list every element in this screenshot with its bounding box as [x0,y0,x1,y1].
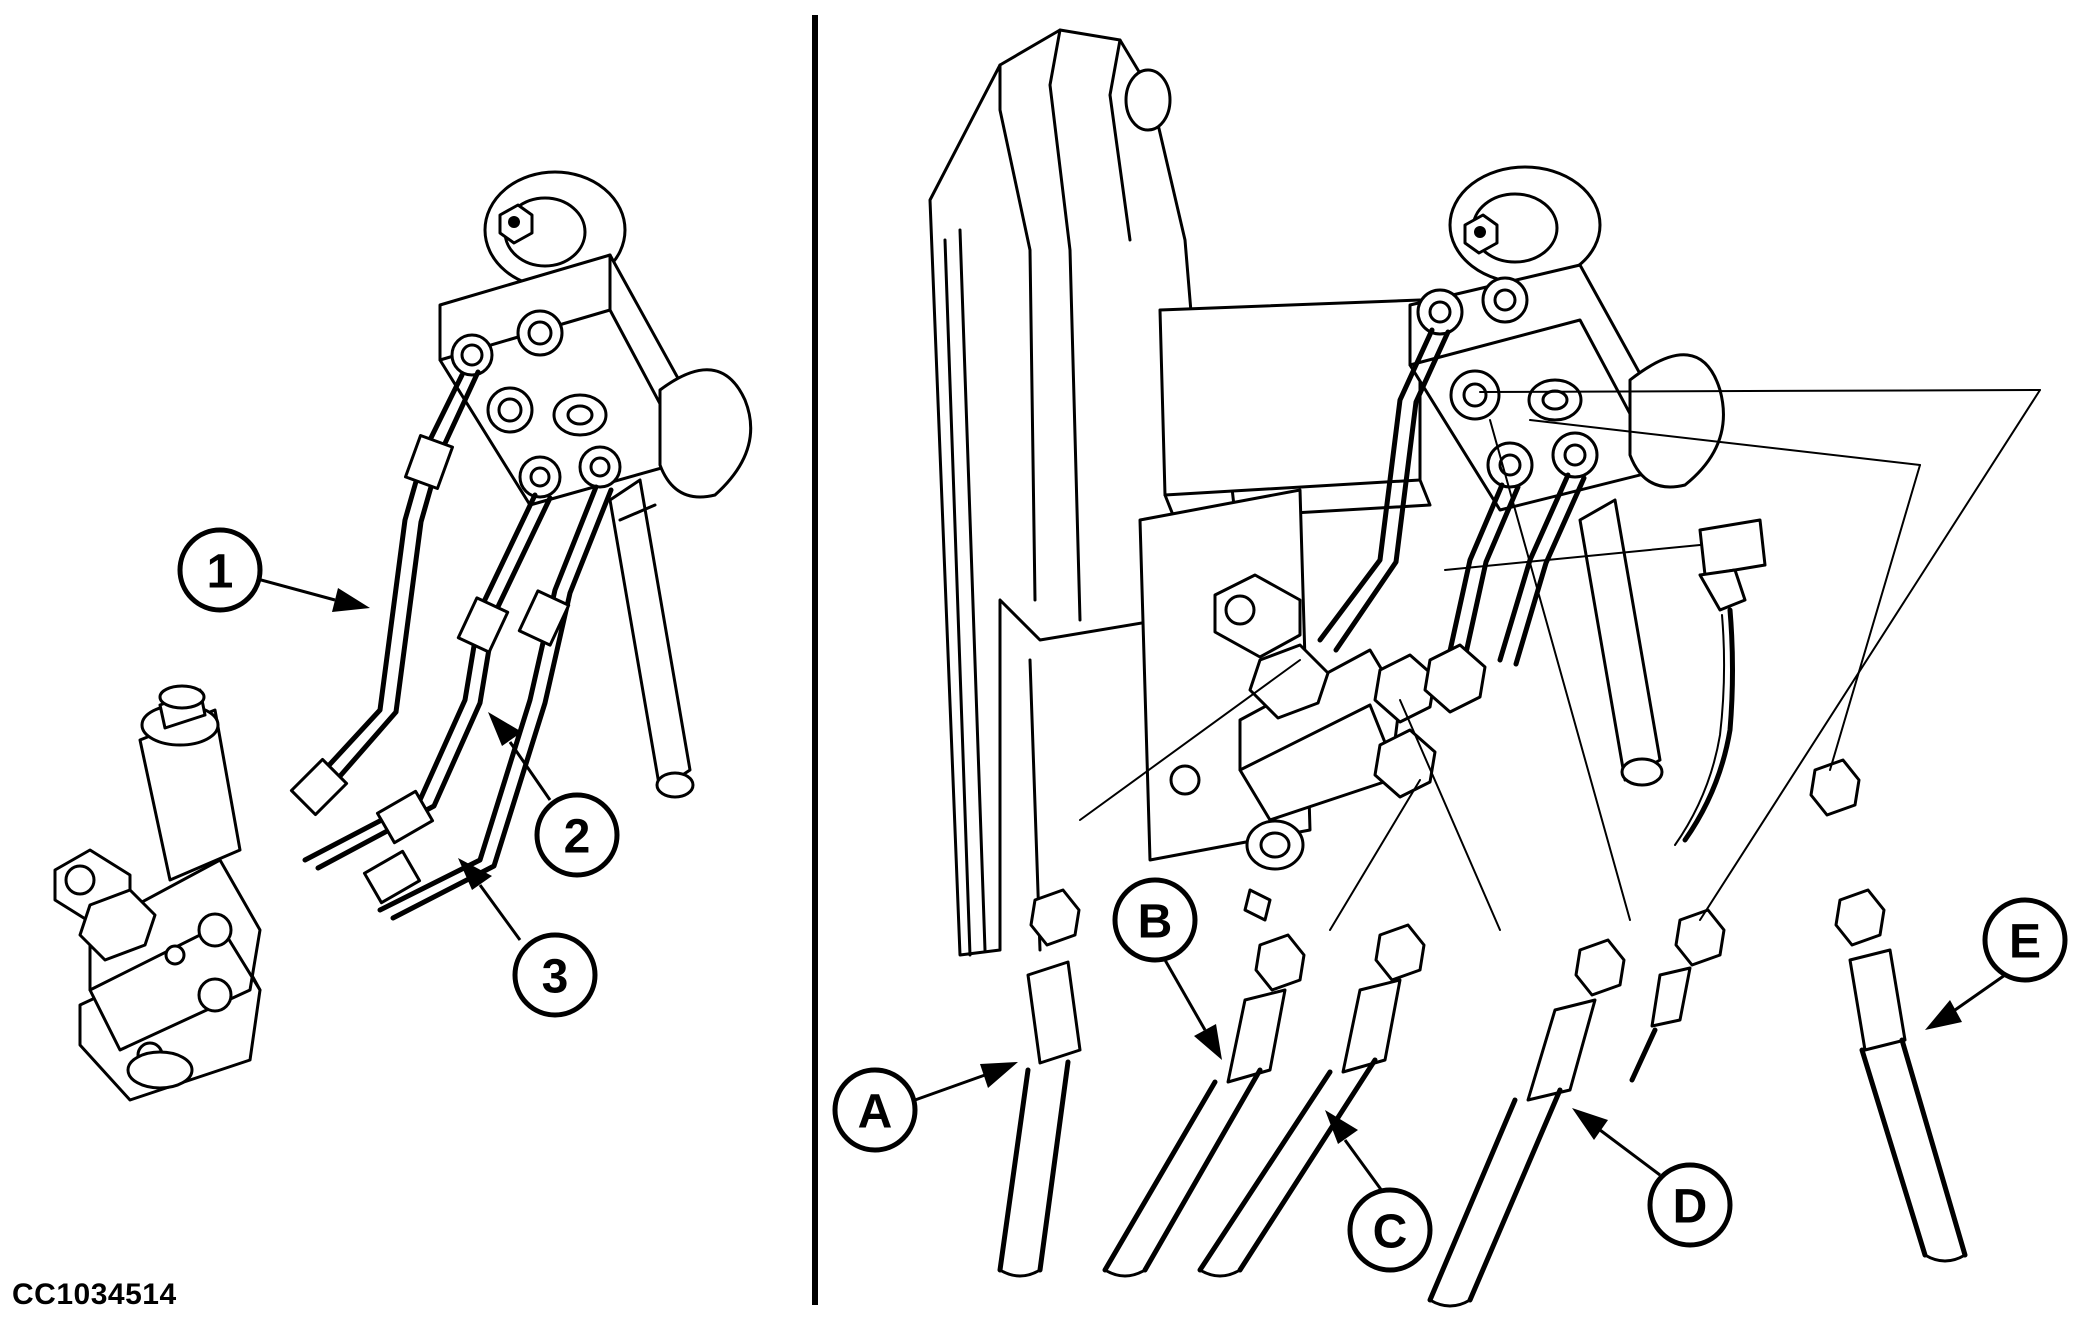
callout-a: A [832,1067,918,1153]
left-valve-body [53,684,262,1102]
callout-b-label: B [1138,896,1173,949]
callout-c-label: C [1373,1206,1408,1259]
left-block-fittings [450,309,622,499]
callout-c: C [1347,1187,1433,1273]
left-panel-assembly [53,170,753,1102]
callout-1-label: 1 [207,546,234,599]
right-valve-body [1169,573,1487,922]
right-electrical-connector [1674,518,1767,846]
callout-e-label: E [2009,916,2041,969]
callout-3-label: 3 [542,951,569,1004]
right-tube-lines [1317,327,1587,667]
figure-id: CC1034514 [12,1278,177,1311]
callout-d-label: D [1673,1181,1708,1234]
right-frame-arm [928,28,1242,957]
left-manifold-block [438,253,753,799]
right-panel-assembly [914,28,2041,1308]
right-block-fittings [1416,276,1599,489]
callout-b: B [1112,877,1198,963]
callout-e: E [1982,897,2068,983]
right-routing-lines [1079,389,2041,931]
left-tube-nuts [289,434,571,905]
callout-a-label: A [858,1086,893,1139]
callout-d: D [1647,1162,1733,1248]
callout-3: 3 [512,932,598,1018]
right-hoses [997,758,1968,1308]
left-callout-leaders [249,575,552,941]
callout-2: 2 [534,792,620,878]
callout-2-label: 2 [564,811,591,864]
right-callout-leaders [914,959,2006,1196]
left-mount-disc [483,170,627,290]
callout-1: 1 [177,527,263,613]
